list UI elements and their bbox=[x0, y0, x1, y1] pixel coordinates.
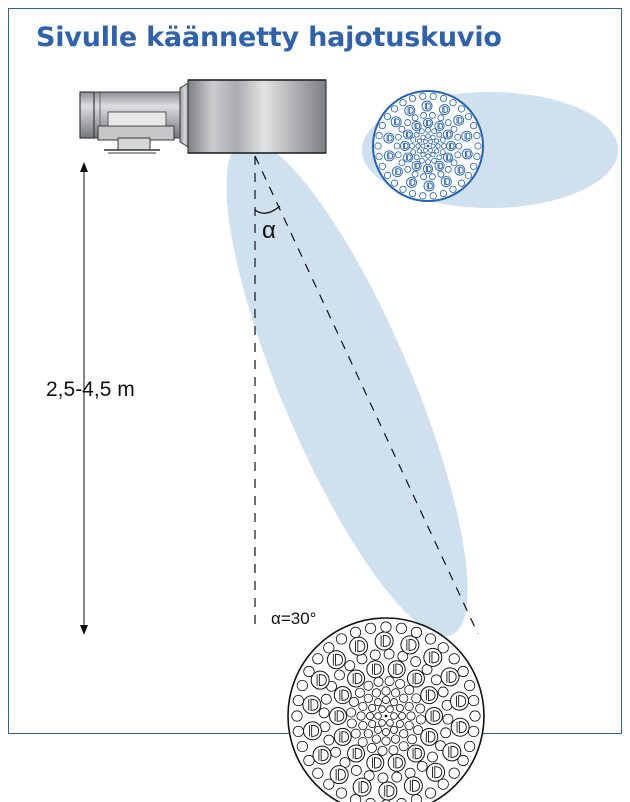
nozzle-face-small bbox=[372, 90, 484, 202]
angle-symbol-label: α bbox=[262, 217, 276, 244]
diffuser-body bbox=[187, 79, 327, 154]
page-title: Sivulle käännetty hajotuskuvio bbox=[36, 22, 502, 53]
spray-axis-lines bbox=[254, 155, 479, 635]
height-dimension-arrow bbox=[80, 162, 88, 635]
main-spray-plume bbox=[226, 140, 468, 636]
spray-direction-line bbox=[254, 155, 479, 635]
diffuser-unit-icon bbox=[79, 79, 327, 154]
angle-arc bbox=[254, 205, 281, 214]
nozzle-face-large bbox=[287, 617, 485, 802]
height-range-label: 2,5-4,5 m bbox=[46, 378, 135, 401]
angle-value-label: α=30° bbox=[271, 609, 316, 628]
